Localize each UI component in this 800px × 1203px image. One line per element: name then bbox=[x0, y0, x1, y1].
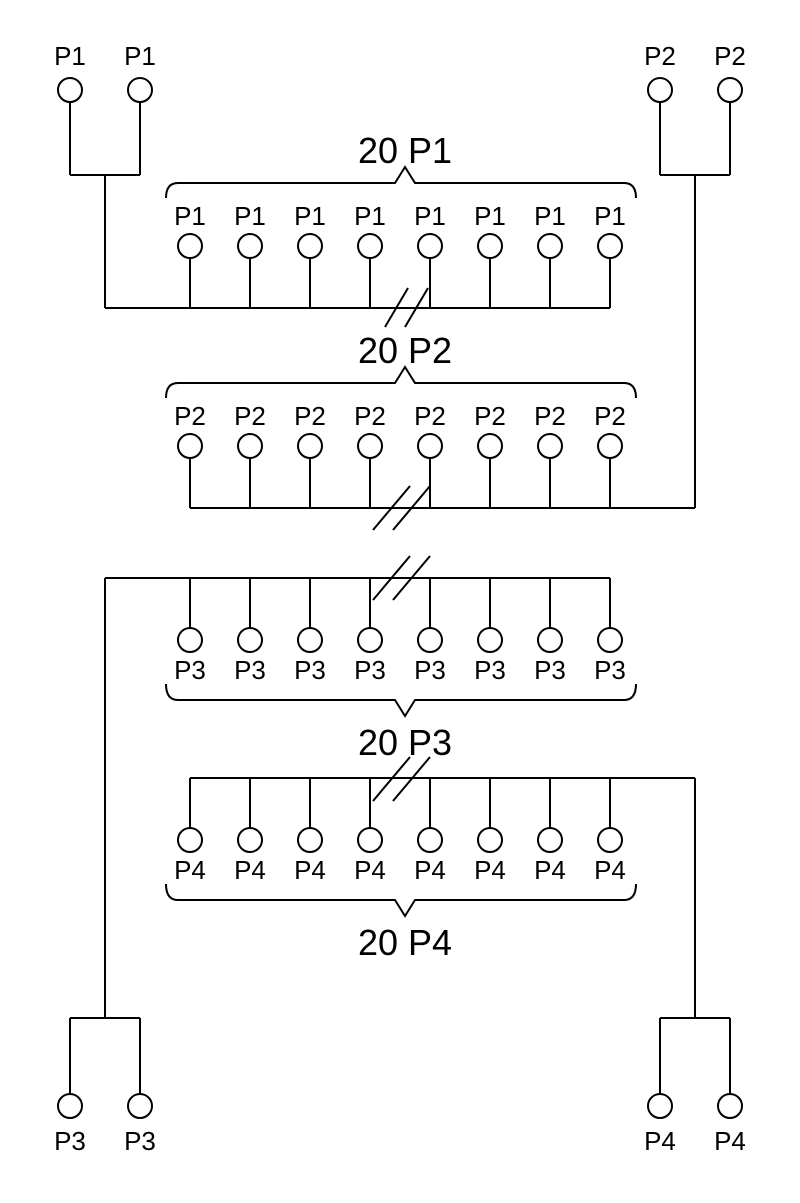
group-node-p4 bbox=[537, 827, 563, 853]
group-node-p2 bbox=[537, 433, 563, 459]
group-node-label-p2: P2 bbox=[474, 401, 506, 431]
group-node-p1 bbox=[177, 233, 203, 259]
group-node-p2 bbox=[417, 433, 443, 459]
group-node-p1 bbox=[357, 233, 383, 259]
group-node-label-p3: P3 bbox=[594, 655, 626, 685]
group-node-label-p3: P3 bbox=[534, 655, 566, 685]
group-node-p4 bbox=[357, 827, 383, 853]
group-node-p1 bbox=[297, 233, 323, 259]
group-node-p3 bbox=[417, 627, 443, 653]
pair-node-p4 bbox=[717, 1093, 743, 1119]
pair-node-p3 bbox=[57, 1093, 83, 1119]
pair-node-p2 bbox=[647, 77, 673, 103]
group-node-p2 bbox=[357, 433, 383, 459]
group-node-label-p2: P2 bbox=[354, 401, 386, 431]
brace-p2 bbox=[165, 365, 637, 399]
break-mark-p4 bbox=[372, 756, 411, 802]
group-node-label-p2: P2 bbox=[174, 401, 206, 431]
group-node-p2 bbox=[477, 433, 503, 459]
group-node-p1 bbox=[597, 233, 623, 259]
group-node-p4 bbox=[177, 827, 203, 853]
group-node-label-p2: P2 bbox=[594, 401, 626, 431]
group-node-label-p1: P1 bbox=[354, 201, 386, 231]
group-label-p3: 20 P3 bbox=[358, 722, 452, 763]
group-node-label-p4: P4 bbox=[234, 855, 266, 885]
pair-label-p2: P2 bbox=[714, 41, 746, 71]
group-node-p3 bbox=[357, 627, 383, 653]
nodes bbox=[57, 77, 743, 1119]
pair-label-p1: P1 bbox=[124, 41, 156, 71]
group-node-label-p4: P4 bbox=[474, 855, 506, 885]
group-node-p3 bbox=[237, 627, 263, 653]
group-node-label-p3: P3 bbox=[354, 655, 386, 685]
break-mark-p1 bbox=[384, 287, 409, 328]
group-node-label-p4: P4 bbox=[354, 855, 386, 885]
group-node-p3 bbox=[477, 627, 503, 653]
group-node-label-p3: P3 bbox=[174, 655, 206, 685]
break-mark-p2 bbox=[392, 485, 431, 531]
group-node-p4 bbox=[597, 827, 623, 853]
group-node-p1 bbox=[417, 233, 443, 259]
group-node-p4 bbox=[237, 827, 263, 853]
wires bbox=[69, 102, 731, 1094]
group-node-p2 bbox=[297, 433, 323, 459]
pair-node-p1 bbox=[57, 77, 83, 103]
group-node-label-p4: P4 bbox=[534, 855, 566, 885]
pair-label-p3: P3 bbox=[54, 1126, 86, 1156]
group-node-label-p2: P2 bbox=[234, 401, 266, 431]
group-node-p2 bbox=[237, 433, 263, 459]
break-mark-p1 bbox=[404, 287, 429, 328]
group-node-p3 bbox=[297, 627, 323, 653]
group-node-p4 bbox=[297, 827, 323, 853]
group-node-p2 bbox=[177, 433, 203, 459]
group-node-label-p2: P2 bbox=[414, 401, 446, 431]
group-node-p2 bbox=[597, 433, 623, 459]
group-node-label-p1: P1 bbox=[294, 201, 326, 231]
group-node-label-p3: P3 bbox=[474, 655, 506, 685]
group-node-label-p1: P1 bbox=[594, 201, 626, 231]
group-node-label-p1: P1 bbox=[174, 201, 206, 231]
group-node-label-p3: P3 bbox=[414, 655, 446, 685]
group-label-p4: 20 P4 bbox=[358, 922, 452, 963]
group-node-p3 bbox=[597, 627, 623, 653]
pair-label-p3: P3 bbox=[124, 1126, 156, 1156]
group-node-p4 bbox=[417, 827, 443, 853]
group-label-p2: 20 P2 bbox=[358, 330, 452, 371]
brace-p4 bbox=[165, 883, 637, 918]
group-node-p3 bbox=[537, 627, 563, 653]
group-node-label-p1: P1 bbox=[534, 201, 566, 231]
group-node-p4 bbox=[477, 827, 503, 853]
break-mark-p4 bbox=[392, 756, 431, 802]
group-node-label-p4: P4 bbox=[414, 855, 446, 885]
group-node-p3 bbox=[177, 627, 203, 653]
group-node-label-p1: P1 bbox=[474, 201, 506, 231]
pair-node-p4 bbox=[647, 1093, 673, 1119]
brace-p3 bbox=[165, 683, 637, 718]
pair-label-p4: P4 bbox=[714, 1126, 746, 1156]
group-node-label-p3: P3 bbox=[234, 655, 266, 685]
group-node-label-p2: P2 bbox=[294, 401, 326, 431]
break-mark-p2 bbox=[372, 485, 411, 531]
pair-node-p2 bbox=[717, 77, 743, 103]
group-node-label-p3: P3 bbox=[294, 655, 326, 685]
pair-label-p1: P1 bbox=[54, 41, 86, 71]
group-node-p1 bbox=[237, 233, 263, 259]
pair-node-p1 bbox=[127, 77, 153, 103]
group-node-label-p1: P1 bbox=[414, 201, 446, 231]
group-node-label-p1: P1 bbox=[234, 201, 266, 231]
group-node-label-p4: P4 bbox=[594, 855, 626, 885]
pair-label-p4: P4 bbox=[644, 1126, 676, 1156]
group-label-p1: 20 P1 bbox=[358, 130, 452, 171]
group-node-p1 bbox=[477, 233, 503, 259]
group-node-p1 bbox=[537, 233, 563, 259]
group-node-label-p4: P4 bbox=[294, 855, 326, 885]
brace-p1 bbox=[165, 165, 637, 199]
group-node-label-p4: P4 bbox=[174, 855, 206, 885]
pair-label-p2: P2 bbox=[644, 41, 676, 71]
pair-node-p3 bbox=[127, 1093, 153, 1119]
group-node-label-p2: P2 bbox=[534, 401, 566, 431]
